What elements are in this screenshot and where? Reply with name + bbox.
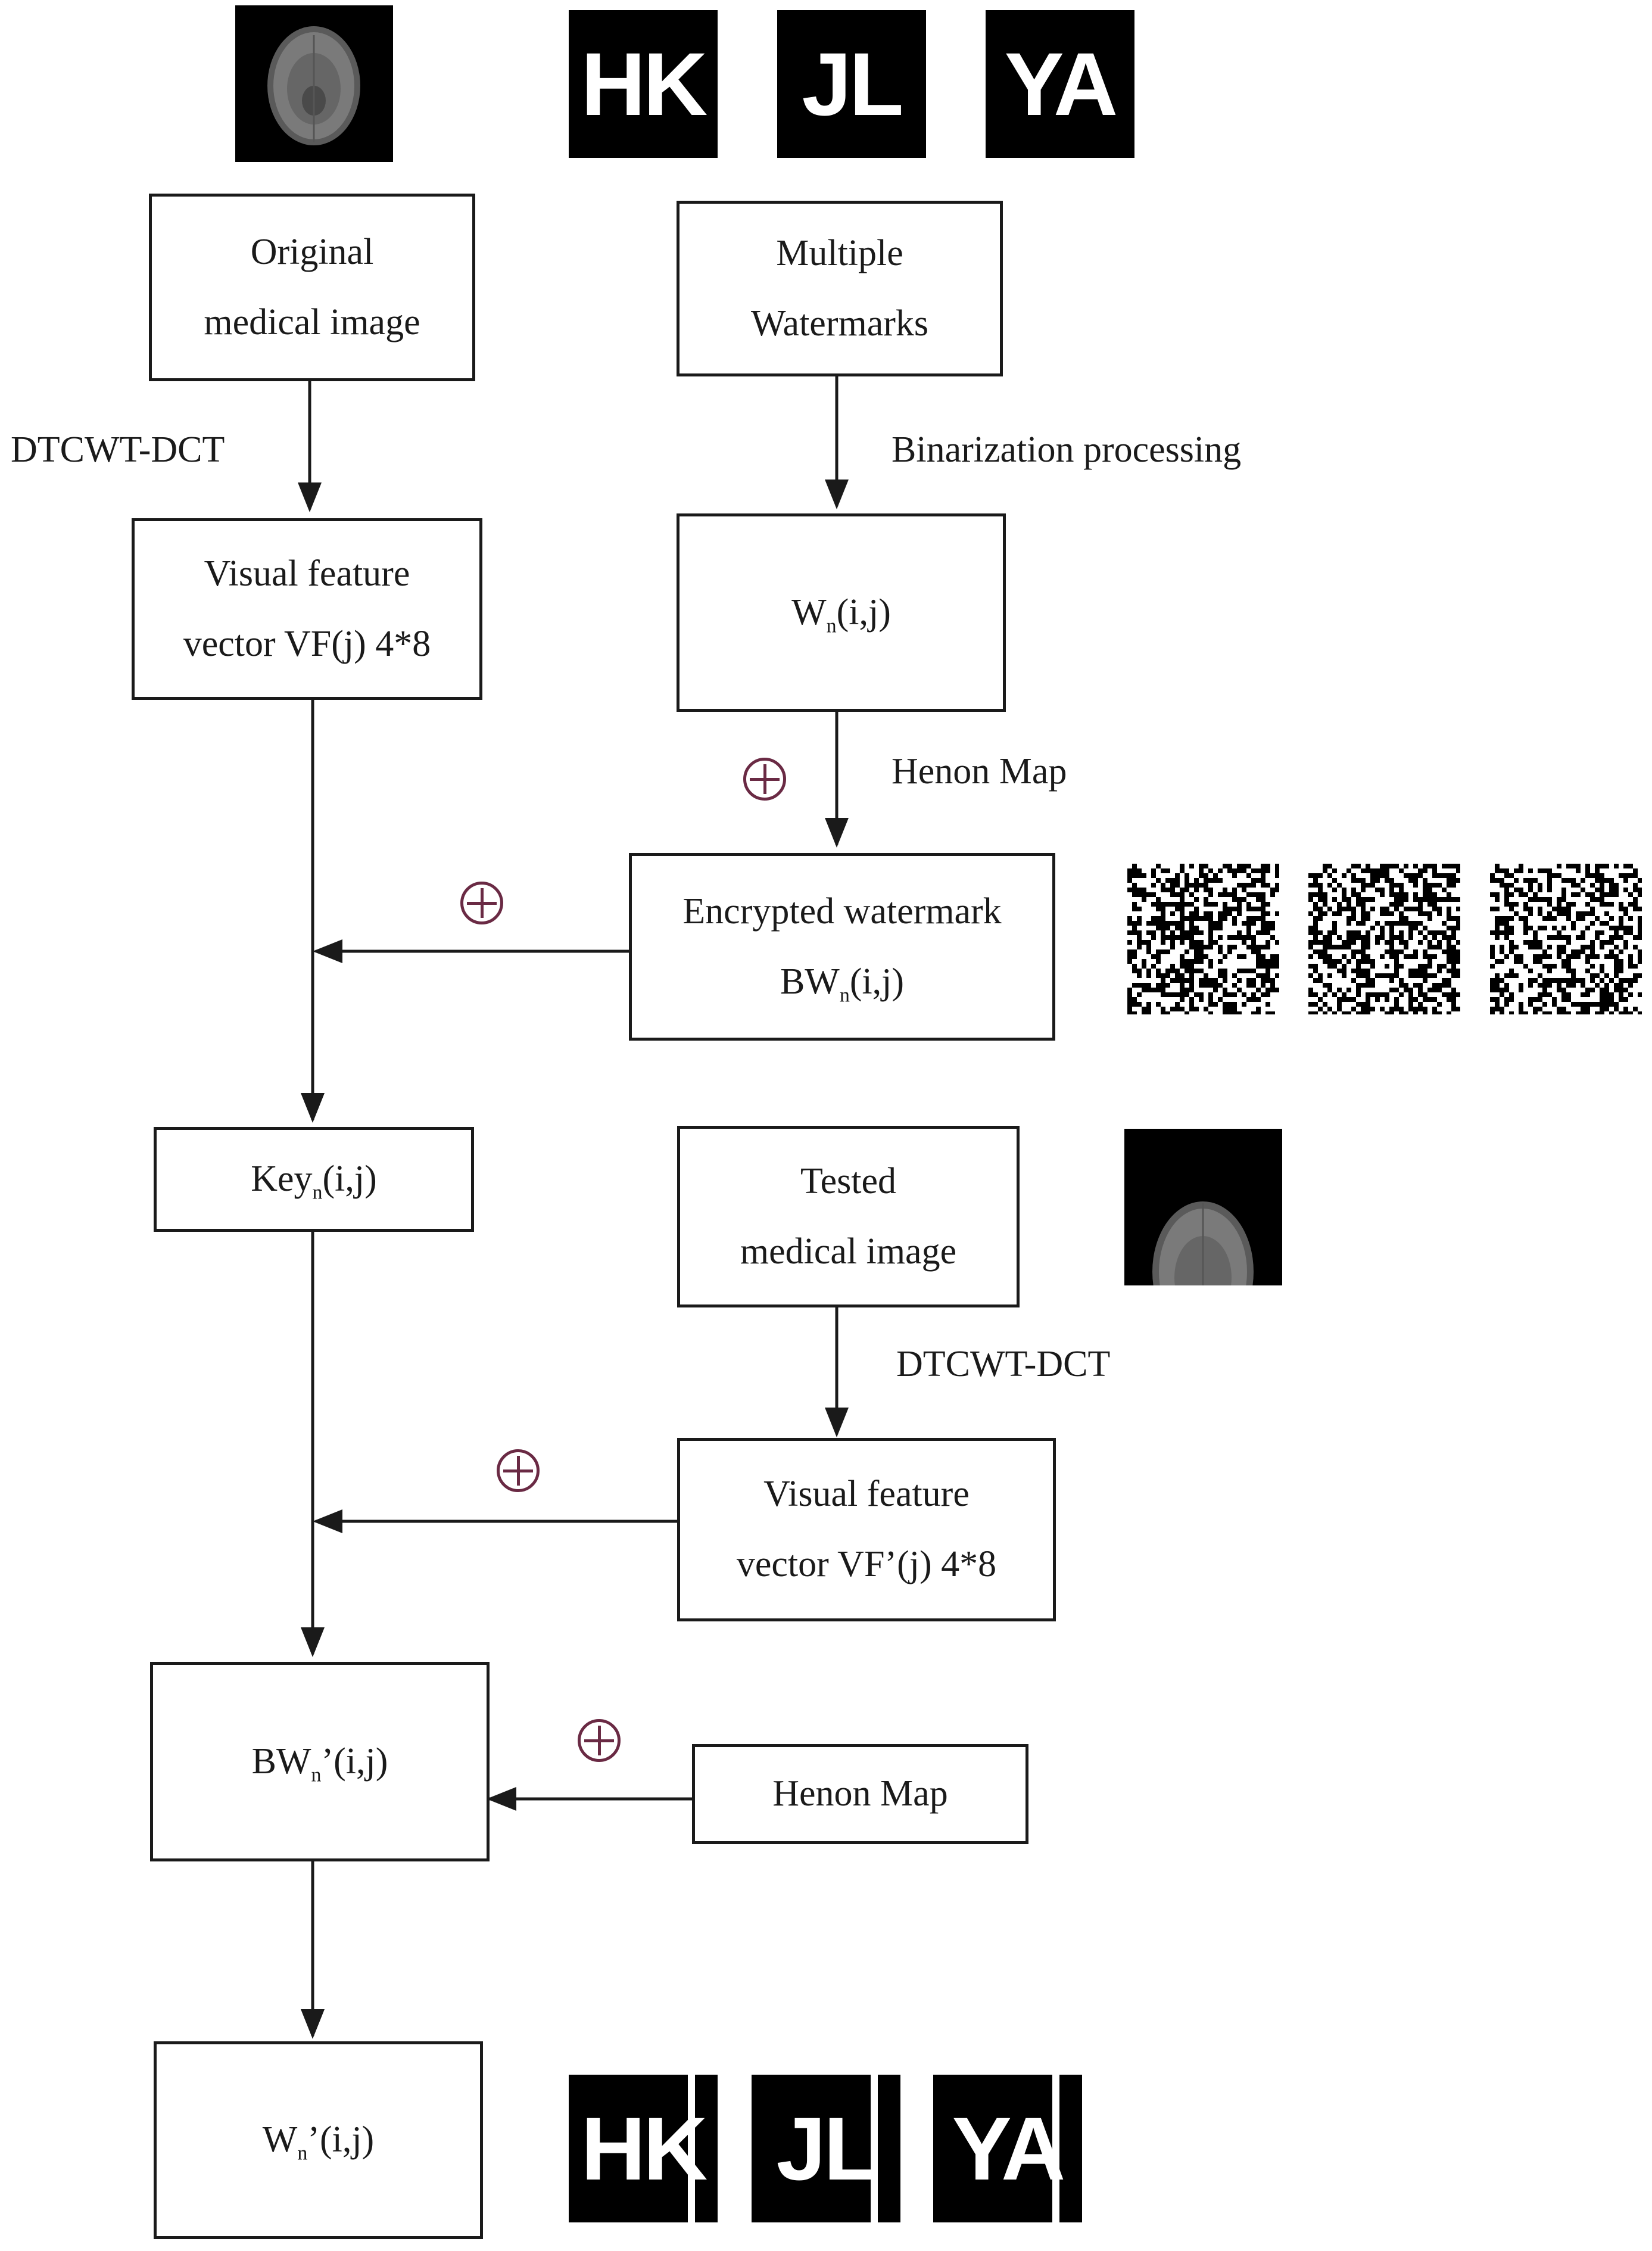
xor-symbol-visual-feature2 — [497, 1449, 540, 1492]
henon-map-box: Henon Map — [692, 1744, 1028, 1844]
label-dtcwt-dct-bottom: DTCWT-DCT — [896, 1344, 1111, 1384]
xor-symbol-encrypted — [460, 882, 503, 924]
tested-brain-image — [1124, 1129, 1282, 1285]
noise-pattern-icon — [1127, 864, 1279, 1014]
wn-prime-box: Wn’(i,j) — [154, 2041, 483, 2239]
encrypted-noise-image-1 — [1127, 864, 1279, 1014]
encrypted-noise-image-3 — [1490, 864, 1642, 1014]
xor-symbol-henon-box — [578, 1719, 621, 1762]
extracted-watermark-hk: HK — [569, 2075, 718, 2222]
watermark-jl: JL — [777, 10, 926, 158]
encrypted-watermark-box: Encrypted watermark BWn(i,j) — [629, 853, 1055, 1041]
crop-line — [871, 2075, 878, 2222]
key-box: Keyn(i,j) — [154, 1127, 474, 1232]
label-dtcwt-dct-top: DTCWT-DCT — [11, 429, 225, 470]
label-binarization-processing: Binarization processing — [892, 429, 1242, 470]
crop-line — [688, 2075, 695, 2222]
wn-box: Wn(i,j) — [677, 513, 1006, 712]
bwn-prime-box: BWn’(i,j) — [150, 1662, 490, 1861]
extracted-watermark-jl: JL — [752, 2075, 900, 2222]
watermark-hk: HK — [569, 10, 718, 158]
encrypted-noise-image-2 — [1308, 864, 1460, 1014]
noise-pattern-icon — [1308, 864, 1460, 1014]
crop-line — [1052, 2075, 1059, 2222]
noise-pattern-icon — [1490, 864, 1642, 1014]
label-henon-map-top: Henon Map — [892, 751, 1067, 792]
extracted-watermark-ya: YA — [933, 2075, 1082, 2222]
xor-symbol-henon — [743, 758, 786, 801]
brain-scan-icon — [235, 5, 393, 162]
original-brain-image — [235, 5, 393, 162]
watermark-ya: YA — [986, 10, 1134, 158]
cropped-brain-scan-icon — [1124, 1129, 1282, 1285]
